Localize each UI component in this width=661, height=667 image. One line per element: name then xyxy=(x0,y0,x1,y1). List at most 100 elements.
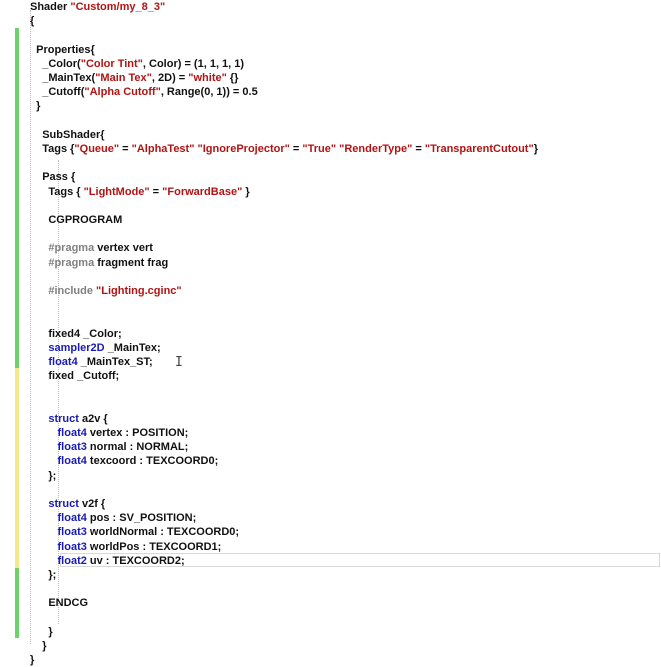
code-token xyxy=(30,342,48,354)
code-line[interactable]: } xyxy=(30,625,53,639)
code-token: "AlphaTest" xyxy=(131,143,195,155)
code-line[interactable]: } xyxy=(30,653,34,667)
change-bar-saved xyxy=(15,568,19,638)
code-line[interactable]: Tags {"Queue" = "AlphaTest" "IgnoreProje… xyxy=(30,142,538,156)
code-token: float4 xyxy=(57,455,87,468)
code-token: = xyxy=(412,143,425,155)
code-line[interactable]: float3 worldPos : TEXCOORD1; xyxy=(30,540,222,554)
code-line[interactable]: #include "Lighting.cginc" xyxy=(30,284,182,298)
code-token: {} xyxy=(226,72,239,84)
code-line[interactable]: float3 normal : NORMAL; xyxy=(30,440,189,454)
code-token: = xyxy=(289,143,303,155)
code-line[interactable]: Shader "Custom/my_8_3" xyxy=(30,0,165,14)
code-token: _MainTex_ST; xyxy=(77,356,153,368)
code-token: pos : SV_POSITION; xyxy=(86,512,197,525)
code-token: Shader xyxy=(30,1,71,13)
code-line[interactable]: _Cutoff("Alpha Cutoff", Range(0, 1)) = 0… xyxy=(30,85,258,99)
code-line[interactable]: #pragma fragment frag xyxy=(30,256,168,270)
code-line[interactable]: SubShader{ xyxy=(30,128,105,142)
code-token: Tags { xyxy=(30,143,75,155)
code-token: SubShader{ xyxy=(30,128,105,141)
code-line[interactable]: float4 pos : SV_POSITION; xyxy=(30,511,197,525)
code-token: "IgnoreProjector" xyxy=(197,143,290,155)
code-token: } xyxy=(30,100,41,113)
code-token: Properties{ xyxy=(30,43,95,56)
code-line[interactable]: ENDCG xyxy=(30,596,88,610)
code-line[interactable]: float4 _MainTex_ST; xyxy=(30,355,153,369)
code-token: float2 xyxy=(57,554,87,567)
code-token: fixed _Cutoff; xyxy=(30,370,120,383)
code-token: , Range(0, 1)) = 0.5 xyxy=(160,86,258,99)
code-line[interactable]: struct v2f { xyxy=(30,497,105,511)
code-token xyxy=(30,498,48,510)
code-token xyxy=(30,242,48,254)
code-token: texcoord : TEXCOORD0; xyxy=(86,455,219,468)
code-token xyxy=(30,512,58,524)
code-token: "Alpha Cutoff" xyxy=(84,86,161,99)
change-bar-modified xyxy=(15,368,19,568)
code-token: fixed4 _Color; xyxy=(30,327,122,340)
code-token: , 2D) = xyxy=(151,72,189,84)
code-token: Tags { xyxy=(30,185,84,198)
code-token xyxy=(30,455,58,467)
code-token: "LightMode" xyxy=(83,185,150,198)
code-line[interactable]: _Color("Color Tint", Color) = (1, 1, 1, … xyxy=(30,57,244,71)
code-token xyxy=(30,427,58,439)
code-line[interactable]: float4 texcoord : TEXCOORD0; xyxy=(30,454,219,468)
code-line[interactable]: #pragma vertex vert xyxy=(30,241,153,255)
change-bar-saved xyxy=(15,28,19,368)
code-line[interactable]: } xyxy=(30,639,47,653)
code-token: CGPROGRAM xyxy=(30,214,123,226)
code-token: Pass { xyxy=(30,171,76,184)
code-token: struct xyxy=(48,412,79,425)
code-line[interactable]: } xyxy=(30,99,40,113)
code-token: v2f { xyxy=(78,498,106,510)
code-line[interactable]: float4 vertex : POSITION; xyxy=(30,426,189,440)
code-token: float4 xyxy=(57,512,87,525)
code-token: worldPos : TEXCOORD1; xyxy=(86,540,222,553)
code-line[interactable]: fixed _Cutoff; xyxy=(30,369,119,383)
code-line[interactable]: }; xyxy=(30,469,56,483)
code-token xyxy=(30,413,48,425)
code-token: "ForwardBase" xyxy=(162,185,243,198)
code-token: float3 xyxy=(57,540,87,553)
code-line[interactable]: float2 uv : TEXCOORD2; xyxy=(30,554,185,568)
code-token: { xyxy=(30,15,35,28)
code-token: "RenderType" xyxy=(339,143,413,155)
code-token: #pragma xyxy=(48,242,95,255)
code-token: "Lighting.cginc" xyxy=(96,285,182,297)
text-cursor-icon: I xyxy=(175,355,183,370)
code-token: = xyxy=(119,143,132,155)
code-line[interactable]: Pass { xyxy=(30,170,75,184)
code-line[interactable]: float3 worldNormal : TEXCOORD0; xyxy=(30,525,240,539)
code-line[interactable]: CGPROGRAM xyxy=(30,213,122,227)
code-line[interactable]: struct a2v { xyxy=(30,412,107,426)
code-token: } xyxy=(30,640,47,652)
code-token: struct xyxy=(48,498,79,510)
code-line[interactable]: }; xyxy=(30,568,56,582)
code-token: } xyxy=(30,654,35,667)
code-line[interactable]: _MainTex("Main Tex", 2D) = "white" {} xyxy=(30,71,238,85)
code-token: vertex vert xyxy=(94,242,153,255)
code-line[interactable]: fixed4 _Color; xyxy=(30,327,122,341)
code-token: "Main Tex" xyxy=(95,72,152,84)
code-line[interactable]: sampler2D _MainTex; xyxy=(30,341,161,355)
code-token: float4 xyxy=(48,356,78,368)
code-token: "TransparentCutout" xyxy=(424,143,534,155)
code-token: _MainTex; xyxy=(104,341,161,354)
code-token: } xyxy=(30,625,53,638)
indent-guide xyxy=(58,160,59,624)
code-line[interactable]: Properties{ xyxy=(30,43,95,57)
code-line[interactable]: Tags { "LightMode" = "ForwardBase" } xyxy=(30,185,250,199)
code-token: "Color Tint" xyxy=(80,57,143,70)
code-token: } xyxy=(242,185,250,198)
code-token xyxy=(30,441,58,453)
code-token: float4 xyxy=(57,427,87,439)
code-token: sampler2D xyxy=(48,341,105,354)
code-token: #pragma xyxy=(48,256,95,269)
code-token: _Color( xyxy=(30,57,81,70)
code-line[interactable]: { xyxy=(30,14,34,28)
code-token: _Cutoff( xyxy=(30,86,85,99)
code-token: "Custom/my_8_3" xyxy=(70,1,166,13)
